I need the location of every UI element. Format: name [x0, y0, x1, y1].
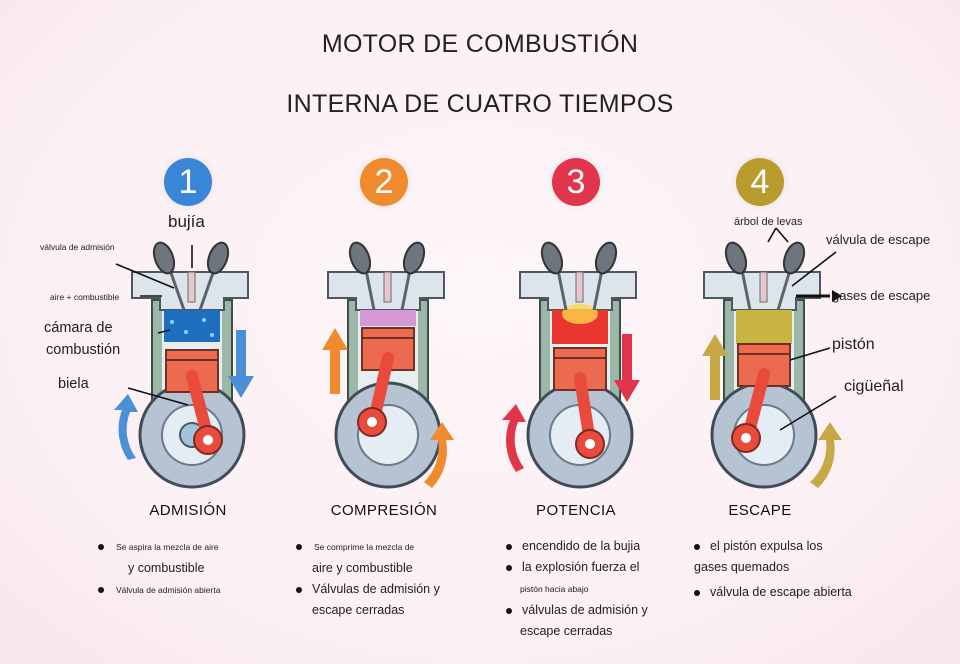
bullet-item: Válvulas de admisión y: [264, 579, 504, 600]
label-valvula-admision: válvula de admisión: [40, 242, 115, 252]
stage-number-badge: 3: [552, 158, 600, 206]
label-piston: pistón: [832, 336, 875, 353]
rotation-arrow: [114, 394, 138, 460]
stage-potencia: 3 POTENCIA encendido de la bujia la expl…: [456, 150, 696, 650]
bullet-item: la explosión fuerza el: [456, 557, 696, 578]
stage-bullets: Se comprime la mezcla de aire y combusti…: [264, 536, 504, 621]
label-biela: biela: [58, 376, 89, 392]
bullet-item: válvula de escape abierta: [640, 582, 880, 603]
bullet-item: el pistón expulsa los: [640, 536, 880, 557]
bullet-item: gases quemados: [694, 560, 790, 574]
rotation-arrow: [502, 404, 526, 472]
stage-bullets: el pistón expulsa los gases quemados vál…: [640, 536, 880, 603]
label-camara-2: combustión: [46, 342, 121, 358]
bullet-item: y combustible: [128, 561, 205, 575]
stage-title: COMPRESIÓN: [330, 502, 438, 519]
down-arrow: [614, 334, 640, 402]
bullet-item: encendido de la bujia: [456, 536, 696, 557]
bullet-item: aire y combustible: [312, 561, 413, 575]
piston: [737, 343, 791, 387]
label-bujia: bujía: [168, 212, 205, 231]
up-arrow: [702, 334, 728, 400]
up-arrow: [322, 328, 348, 394]
stage-bullets: encendido de la bujia la explosión fuerz…: [456, 536, 696, 642]
engine-diagram-exhaust: [702, 227, 842, 489]
cam-left: [152, 241, 176, 275]
stage-title: ESCAPE: [728, 502, 792, 519]
label-aire-combustible: aire + combustible: [50, 292, 120, 302]
bullet-item: Válvula de admisión abierta: [68, 579, 308, 601]
bullet-item: válvulas de admisión y: [456, 600, 696, 621]
engine-diagram-intake: [114, 241, 254, 489]
intake-mixture: [164, 310, 220, 342]
engine-diagram-power: [502, 241, 640, 489]
label-valvula-escape: válvula de escape: [826, 232, 931, 247]
rotation-arrow: [424, 422, 454, 488]
title-line-1: MOTOR DE COMBUSTIÓN: [321, 30, 639, 58]
stage-escape: 4 árbol de levas válvula de escape gases…: [640, 150, 930, 650]
stage-compresion: 2 COMPRESIÓN Se comprime la mezcla de ai…: [264, 150, 504, 650]
label-arbol-levas: árbol de levas: [734, 216, 803, 228]
compressed-mixture: [360, 310, 416, 326]
label-ciguenal: cigüeñal: [844, 378, 904, 395]
cam-right: [206, 241, 230, 275]
engine-diagram-compression: [322, 241, 454, 489]
stage-title: ADMISIÓN: [149, 502, 227, 519]
stage-number-badge: 4: [736, 158, 784, 206]
stage-admision: 1 válvula de admi: [40, 150, 308, 650]
stage-number-badge: 1: [164, 158, 212, 206]
rotation-arrow: [810, 422, 842, 488]
stage-bullets: Se aspira la mezcla de aire y combustibl…: [68, 536, 308, 601]
down-arrow: [228, 330, 254, 398]
bullet-item: Se aspira la mezcla de aire: [68, 536, 308, 558]
exhaust-gases: [736, 310, 792, 344]
bullet-item: pistón hacia abajo: [520, 584, 589, 594]
bullet-item: escape cerradas: [312, 603, 405, 617]
label-gases-escape: gases de escape: [832, 288, 931, 303]
label-camara-1: cámara de: [44, 320, 113, 336]
bullet-item: Se comprime la mezcla de: [264, 536, 504, 558]
stage-title: POTENCIA: [536, 502, 616, 519]
bullet-item: escape cerradas: [520, 624, 613, 638]
title-line-2: INTERNA DE CUATRO TIEMPOS: [286, 90, 674, 118]
stage-number-badge: 2: [360, 158, 408, 206]
